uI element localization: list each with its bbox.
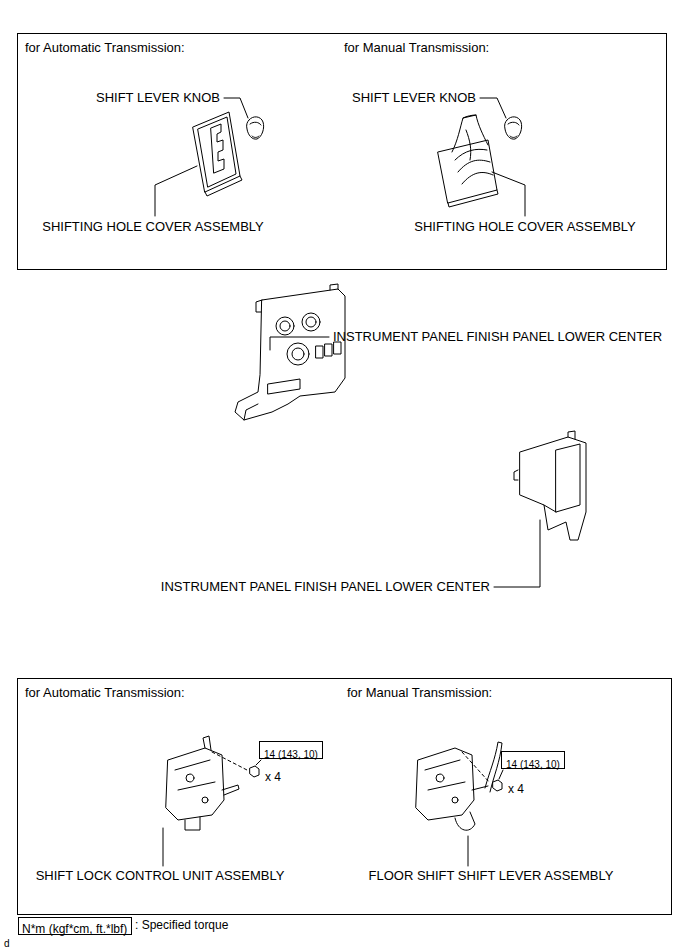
group-heading: for Manual Transmission: bbox=[347, 686, 492, 701]
part-name: SHIFTING HOLE COVER ASSEMBLY bbox=[42, 220, 264, 235]
torque-value: 14 (143, 10) bbox=[264, 749, 318, 761]
leader-line bbox=[163, 760, 503, 866]
mt-shift-knob bbox=[505, 117, 522, 139]
mt-hole-cover bbox=[438, 115, 498, 207]
torque-box: 14 (143, 10) bbox=[259, 741, 323, 759]
group-frame: for Automatic Transmission: for Manual Tr… bbox=[17, 33, 667, 270]
part-name: FLOOR SHIFT SHIFT LEVER ASSEMBLY bbox=[369, 869, 614, 884]
shift-lock-unit bbox=[166, 736, 239, 830]
quantity: x 4 bbox=[508, 783, 524, 797]
part-name: INSTRUMENT PANEL FINISH PANEL LOWER CENT… bbox=[333, 330, 662, 345]
floor-shift-lever bbox=[416, 742, 502, 830]
figure-code: d bbox=[4, 938, 10, 950]
at-hole-cover bbox=[193, 112, 242, 196]
center-panel bbox=[514, 431, 586, 540]
part-name: SHIFT LOCK CONTROL UNIT ASSEMBLY bbox=[36, 869, 285, 884]
part-name: SHIFT LEVER KNOB bbox=[96, 91, 220, 106]
group-heading: for Manual Transmission: bbox=[344, 41, 489, 56]
group-heading: for Automatic Transmission: bbox=[25, 41, 185, 56]
quantity: x 4 bbox=[265, 771, 281, 785]
bolt-symbol bbox=[212, 752, 502, 791]
torque-value: 14 (143, 10) bbox=[506, 759, 560, 771]
part-name: INSTRUMENT PANEL FINISH PANEL LOWER CENT… bbox=[161, 580, 490, 595]
part-name: SHIFT LEVER KNOB bbox=[352, 91, 476, 106]
legend-box: N*m (kgf*cm, ft.*lbf) bbox=[18, 917, 132, 935]
part-name: SHIFTING HOLE COVER ASSEMBLY bbox=[414, 220, 636, 235]
torque-box: 14 (143, 10) bbox=[501, 751, 565, 769]
center-panel bbox=[235, 284, 345, 420]
torque-unit: N*m (kgf*cm, ft.*lbf) bbox=[22, 923, 127, 937]
at-shift-knob bbox=[247, 117, 264, 139]
legend-text: : Specified torque bbox=[135, 919, 228, 933]
group-heading: for Automatic Transmission: bbox=[25, 686, 185, 701]
